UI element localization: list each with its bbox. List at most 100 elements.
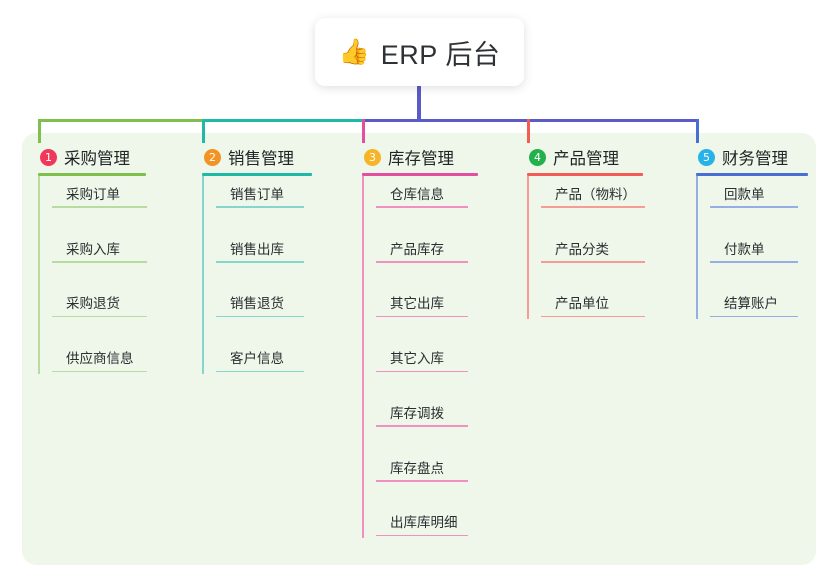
branch-number-badge: 4	[529, 148, 546, 166]
branch-column-3: 3 库存管理仓库信息产品库存其它出库其它入库库存调拨库存盘点出库库明细	[362, 146, 478, 559]
branch-column-2: 2 销售管理销售订单销售出库销售退货客户信息	[202, 146, 312, 395]
branch-spine	[527, 176, 529, 320]
branch-children-4: 产品（物料） 产品分类产品单位	[527, 176, 645, 340]
branch-child-label: 采购入库	[66, 241, 120, 257]
branch-child-underline	[376, 534, 468, 537]
branch-child-item[interactable]: 库存盘点	[376, 456, 468, 482]
connector-bus-segment-2	[202, 119, 365, 122]
connector-drop-1	[38, 119, 41, 143]
branch-child-underline	[376, 315, 468, 318]
branch-spine	[362, 176, 364, 539]
branch-child-underline	[376, 370, 468, 373]
branch-child-underline	[710, 261, 798, 263]
branch-header-2[interactable]: 2 销售管理	[202, 146, 312, 168]
branch-spine	[38, 176, 40, 375]
branch-child-item[interactable]: 回款单	[710, 182, 798, 208]
branch-underline	[362, 173, 478, 176]
branch-child-label: 产品分类	[555, 241, 609, 257]
branch-child-item[interactable]: 销售退货	[216, 291, 304, 318]
branch-header-3[interactable]: 3 库存管理	[362, 146, 478, 168]
branch-child-item[interactable]: 出库库明细	[376, 510, 468, 537]
connector-bus-segment-3	[362, 119, 422, 122]
branch-child-item[interactable]: 产品单位	[541, 291, 645, 318]
branch-child-label: 供应商信息	[66, 351, 134, 367]
branch-child-underline	[216, 370, 304, 373]
branch-child-label: 销售退货	[230, 296, 284, 312]
branch-child-label: 采购退货	[66, 296, 120, 312]
branch-title-label: 采购管理	[64, 150, 130, 168]
branch-child-item[interactable]: 客户信息	[216, 346, 304, 373]
branch-child-item[interactable]: 结算账户	[710, 291, 798, 318]
branch-number-badge: 3	[364, 148, 381, 166]
branch-column-1: 1 采购管理采购订单采购入库采购退货供应商信息	[38, 146, 147, 395]
branch-spine	[696, 176, 698, 320]
branch-title-label: 财务管理	[722, 150, 788, 168]
branch-child-underline	[376, 261, 468, 263]
branch-child-item[interactable]: 产品库存	[376, 237, 468, 263]
branch-underline	[38, 173, 146, 176]
branch-child-item[interactable]: 供应商信息	[52, 346, 147, 373]
branch-child-underline	[216, 261, 304, 263]
branch-child-item[interactable]: 销售订单	[216, 182, 304, 208]
branch-underline	[696, 173, 808, 176]
branch-child-label: 库存盘点	[390, 460, 444, 476]
branch-child-underline	[710, 206, 798, 208]
branch-child-underline	[52, 206, 147, 208]
root-node[interactable]: 👍 ERP 后台	[315, 18, 524, 86]
branch-child-item[interactable]: 产品分类	[541, 237, 645, 263]
branch-child-item[interactable]: 库存调拨	[376, 401, 468, 427]
branch-child-item[interactable]: 其它入库	[376, 346, 468, 373]
connector-drop-5	[696, 119, 699, 143]
branch-title-label: 销售管理	[228, 150, 294, 168]
branch-child-underline	[52, 370, 147, 373]
connector-drop-2	[202, 119, 205, 143]
branch-underline	[202, 173, 312, 176]
branch-child-label: 结算账户	[724, 296, 778, 312]
branch-number-badge: 2	[204, 148, 221, 166]
branch-underline	[527, 173, 643, 176]
branch-child-underline	[376, 206, 468, 208]
branch-child-label: 销售出库	[230, 241, 284, 257]
branch-child-item[interactable]: 采购入库	[52, 237, 147, 263]
branch-child-label: 产品（物料）	[555, 187, 636, 202]
branch-children-1: 采购订单采购入库采购退货供应商信息	[38, 176, 147, 395]
branch-child-item[interactable]: 其它出库	[376, 291, 468, 318]
branch-child-underline	[216, 206, 304, 208]
branch-child-item[interactable]: 付款单	[710, 237, 798, 263]
branch-child-underline	[376, 425, 468, 427]
branch-child-underline	[541, 261, 645, 263]
branch-child-label: 付款单	[724, 241, 765, 257]
branch-child-label: 回款单	[724, 187, 765, 202]
branch-child-label: 产品库存	[390, 241, 444, 257]
branch-child-item[interactable]: 采购退货	[52, 291, 147, 318]
branch-child-underline	[52, 315, 147, 318]
branch-title-label: 产品管理	[553, 150, 619, 168]
branch-child-underline	[52, 261, 147, 263]
branch-child-underline	[216, 315, 304, 318]
branch-children-3: 仓库信息产品库存其它出库其它入库库存调拨库存盘点出库库明细	[362, 176, 478, 559]
branch-spine	[202, 176, 204, 375]
branch-child-underline	[541, 315, 645, 318]
branch-child-item[interactable]: 销售出库	[216, 237, 304, 263]
connector-bus-segment-4	[419, 119, 530, 122]
branch-column-4: 4 产品管理产品（物料） 产品分类产品单位	[527, 146, 645, 340]
branch-number-badge: 1	[40, 148, 57, 166]
branch-child-label: 库存调拨	[390, 405, 444, 421]
branch-title-label: 库存管理	[388, 150, 454, 168]
branch-child-label: 仓库信息	[390, 187, 444, 202]
connector-bus-segment-5	[527, 119, 699, 122]
root-node-label: ERP 后台	[380, 39, 501, 70]
branch-child-label: 采购订单	[66, 187, 120, 202]
branch-child-item[interactable]: 产品（物料）	[541, 182, 645, 208]
branch-child-underline	[376, 479, 468, 482]
branch-child-label: 其它入库	[390, 351, 444, 367]
branch-child-item[interactable]: 仓库信息	[376, 182, 468, 208]
branch-child-item[interactable]: 采购订单	[52, 182, 147, 208]
branch-header-4[interactable]: 4 产品管理	[527, 146, 643, 168]
thumbs-up-icon: 👍	[338, 37, 370, 66]
branch-header-1[interactable]: 1 采购管理	[38, 146, 146, 168]
connector-drop-4	[527, 119, 530, 143]
